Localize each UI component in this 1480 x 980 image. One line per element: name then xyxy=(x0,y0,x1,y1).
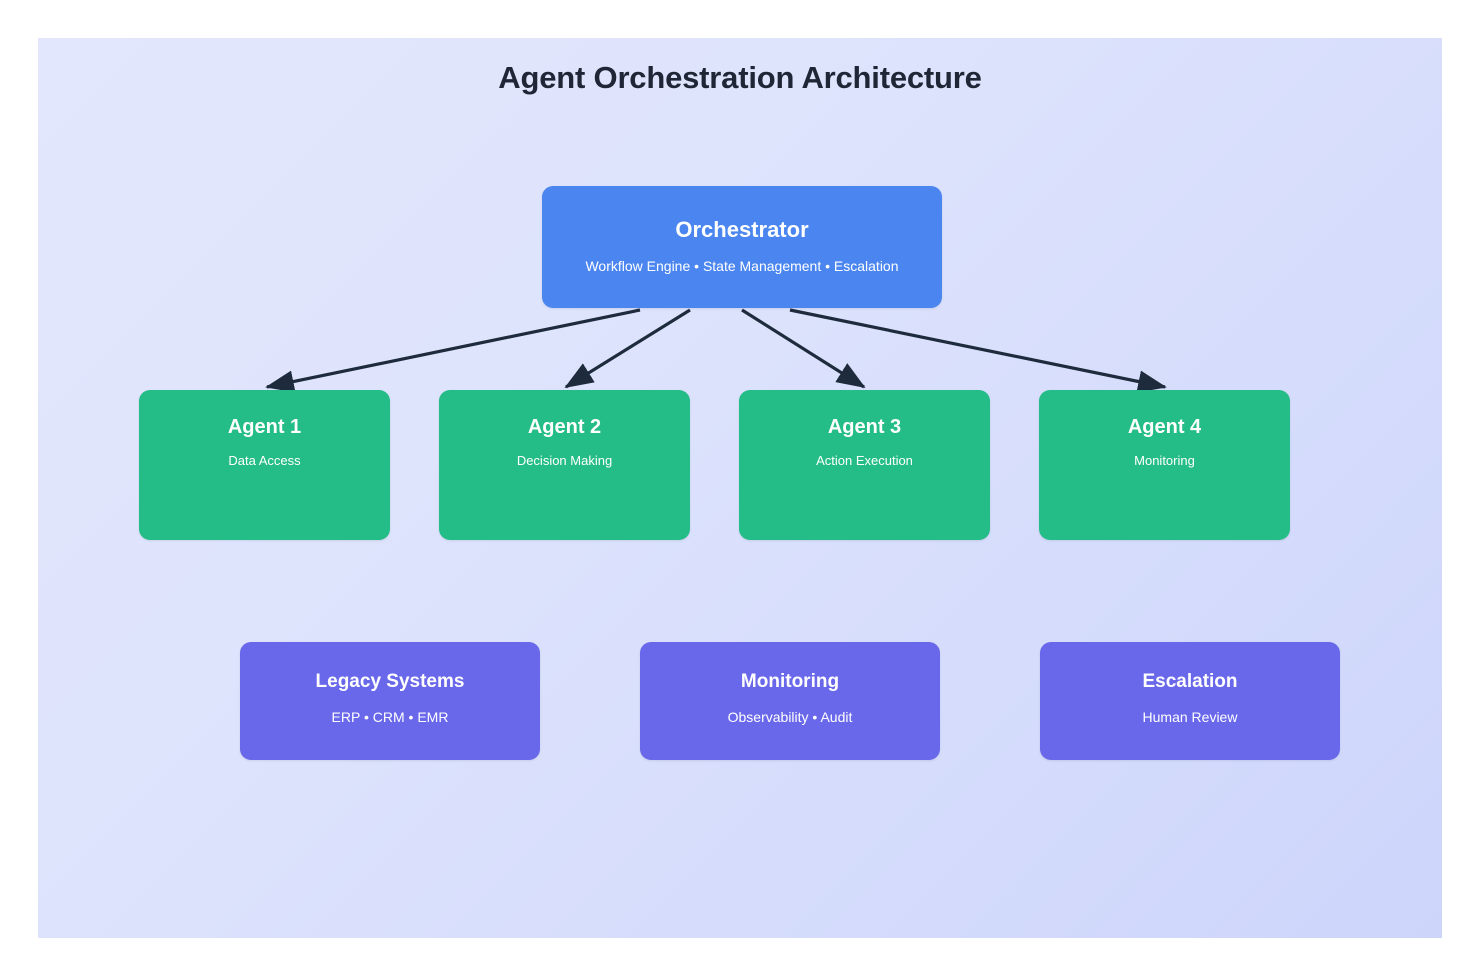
node-agent-3[interactable]: Agent 3 Action Execution xyxy=(739,390,990,540)
node-agent-4-subtitle: Monitoring xyxy=(1134,453,1195,468)
page-title: Agent Orchestration Architecture xyxy=(498,60,982,95)
node-agent-4-title: Agent 4 xyxy=(1127,416,1202,438)
node-agent-2[interactable]: Agent 2 Decision Making xyxy=(439,390,690,540)
edge-orchestrator-agent-2 xyxy=(564,308,691,389)
node-monitoring-title: Monitoring xyxy=(740,671,840,692)
node-monitoring-subtitle: Observability • Audit xyxy=(727,708,853,725)
edge-orchestrator-agent-3 xyxy=(741,308,866,389)
node-legacy-systems-subtitle: ERP • CRM • EMR xyxy=(331,708,449,725)
node-agent-2-subtitle: Decision Making xyxy=(516,453,613,468)
node-legacy-systems-title: Legacy Systems xyxy=(315,671,465,692)
node-agent-2-title: Agent 2 xyxy=(527,416,602,438)
node-agent-3-subtitle: Action Execution xyxy=(816,453,913,468)
edge-orchestrator-agent-4 xyxy=(789,308,1167,393)
node-escalation[interactable]: Escalation Human Review xyxy=(1040,642,1340,760)
node-legacy-systems[interactable]: Legacy Systems ERP • CRM • EMR xyxy=(240,642,540,760)
node-agent-4[interactable]: Agent 4 Monitoring xyxy=(1039,390,1290,540)
node-agent-3-title: Agent 3 xyxy=(827,416,902,438)
node-agent-1-title: Agent 1 xyxy=(227,416,302,438)
node-agent-1-subtitle: Data Access xyxy=(228,453,301,468)
node-orchestrator-title: Orchestrator xyxy=(675,217,809,242)
node-escalation-title: Escalation xyxy=(1142,671,1238,692)
node-orchestrator[interactable]: Orchestrator Workflow Engine • State Man… xyxy=(542,186,942,308)
node-agent-1[interactable]: Agent 1 Data Access xyxy=(139,390,390,540)
diagram-canvas: Agent Orchestration Architecture Orchest… xyxy=(38,38,1442,938)
node-monitoring[interactable]: Monitoring Observability • Audit xyxy=(640,642,940,760)
node-escalation-subtitle: Human Review xyxy=(1142,708,1238,725)
edge-orchestrator-agent-1 xyxy=(265,308,641,393)
node-orchestrator-subtitle: Workflow Engine • State Management • Esc… xyxy=(585,258,899,275)
